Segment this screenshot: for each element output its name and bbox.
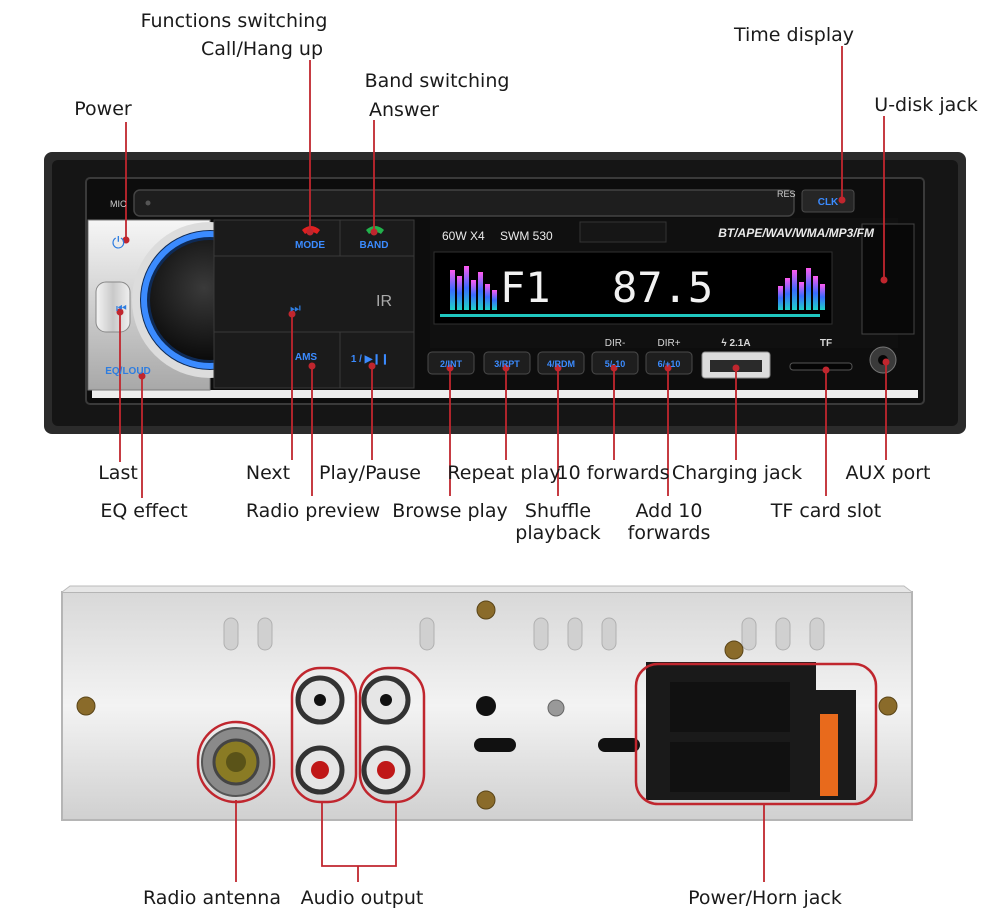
callout-audio-output: Audio output [300, 887, 424, 909]
screws [76, 600, 898, 810]
mount-hole [476, 696, 496, 716]
tf-label: TF [820, 338, 832, 349]
power-rating: 60W X4 [442, 229, 485, 243]
callout-play-pause: Play/Pause [319, 462, 421, 484]
clk-label[interactable]: CLK [818, 197, 839, 208]
front-panel [44, 152, 966, 434]
eq-loud-label[interactable]: EQ/LOUD [105, 366, 151, 377]
preset-buttons [427, 351, 693, 375]
callout-10-forwards: 10 forwards [556, 462, 670, 484]
display-band: F1 [500, 263, 551, 312]
rear-chassis [61, 585, 913, 821]
model-label: SWM 530 [500, 229, 553, 243]
callout-next: Next [245, 462, 291, 484]
lcd-display [433, 251, 833, 325]
last-button [95, 281, 131, 333]
btn-minus10-label[interactable]: 5/-10 [605, 359, 626, 369]
play-pause-label[interactable]: 1 / ▶❙❙ [351, 354, 389, 365]
callout-shuffle-playback: Shuffle playback [515, 500, 601, 544]
callout-functions-switching: Functions switching [140, 10, 328, 32]
ir-sensor-label: IR [376, 293, 392, 310]
callout-browse-play: Browse play [392, 500, 508, 522]
chrome-strip [92, 390, 918, 398]
callout-add-10-forwards: Add 10 forwards [627, 500, 711, 544]
callout-power-horn-jack: Power/Horn jack [688, 887, 842, 909]
clk-button [801, 189, 855, 213]
btn-rdm-label[interactable]: 4/RDM [547, 359, 575, 369]
display-frequency: 87.5 [612, 263, 713, 312]
rca-jacks [295, 675, 411, 795]
callout-call-hang-up: Call/Hang up [200, 38, 324, 60]
formats-label: BT/APE/WAV/WMA/MP3/FM [718, 226, 875, 240]
mic-label: MIC [110, 199, 127, 209]
callout-band-switching: Band switching [364, 70, 510, 92]
fuse [820, 714, 838, 796]
mic-hole [145, 200, 151, 206]
callout-aux-port: AUX port [845, 462, 931, 484]
dir-plus-label: DIR+ [657, 338, 680, 349]
leader-lines [119, 46, 887, 882]
btn-int-label[interactable]: 2/INT [440, 359, 463, 369]
dir-minus-label: DIR- [605, 338, 626, 349]
eq-spectrum [440, 266, 825, 317]
callout-answer: Answer [369, 99, 439, 121]
leader-dots [116, 196, 890, 380]
usb-rating-label: ϟ 2.1A [721, 338, 750, 349]
ams-label[interactable]: AMS [295, 352, 318, 363]
next-track-icon[interactable]: ⏭ [290, 301, 301, 315]
callout-power: Power [74, 98, 132, 120]
disc-slot [133, 189, 795, 217]
callout-time-display: Time display [733, 24, 855, 46]
btn-rpt-label[interactable]: 3/RPT [494, 359, 520, 369]
callout-last: Last [98, 462, 138, 484]
callout-radio-preview: Radio preview [245, 500, 381, 522]
callout-tf-card-slot: TF card slot [770, 500, 882, 522]
tf-slot [789, 362, 853, 371]
band-label[interactable]: BAND [360, 240, 389, 251]
res-label: RES [777, 189, 796, 199]
callout-eq-effect: EQ effect [100, 500, 188, 522]
mode-label[interactable]: MODE [295, 240, 325, 251]
button-icons: ⏻ ⏮ ⏭ [112, 233, 301, 315]
u-disk-jack [861, 223, 915, 335]
callout-radio-antenna: Radio antenna [143, 887, 281, 909]
callout-charging-jack: Charging jack [671, 462, 803, 484]
btn-plus10-label[interactable]: 6/+10 [658, 359, 681, 369]
callout-repeat-play: Repeat play [447, 462, 561, 484]
callout-u-disk-jack: U-disk jack [874, 94, 978, 116]
power-icon[interactable]: ⏻ [112, 233, 125, 252]
previous-track-icon[interactable]: ⏮ [116, 301, 127, 315]
